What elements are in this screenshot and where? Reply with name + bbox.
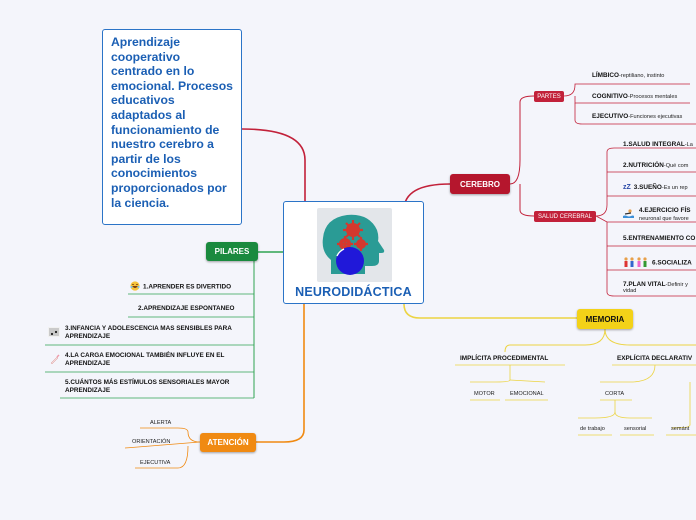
people-icon bbox=[623, 257, 649, 269]
atencion-item-ejecutiva[interactable]: EJECUTIVA bbox=[140, 460, 171, 466]
partes-item-cognitivo[interactable]: COGNITIVO-Procesos mentales bbox=[592, 93, 677, 100]
salud-7-name: 7.PLAN VITAL bbox=[623, 281, 666, 288]
salud-1-name: 1.SALUD INTEGRAL bbox=[623, 141, 685, 148]
central-topic[interactable]: NEURODIDÁCTICA bbox=[283, 201, 424, 304]
salud-3-name: 3.SUEÑO bbox=[633, 184, 662, 192]
corta-de-trabajo[interactable]: de trabajo bbox=[580, 426, 605, 432]
atencion-item-orientacion[interactable]: ORIENTACIÓN bbox=[132, 439, 171, 445]
explicita-semantica[interactable]: semánt bbox=[671, 426, 690, 432]
pilar-item-3[interactable]: 3.INFANCIA Y ADOLESCENCIA MAS SENSIBLES … bbox=[48, 325, 248, 341]
memoria-node[interactable]: MEMORIA bbox=[577, 309, 633, 329]
salud-item-2[interactable]: 2.NUTRICIÓN-Qué com bbox=[623, 162, 688, 169]
pilar-2-text: 2.APRENDIZAJE ESPONTANEO bbox=[138, 305, 235, 312]
pilar-item-5[interactable]: 5.CUÁNTOS MÁS ESTÍMULOS SENSORIALES MAYO… bbox=[65, 379, 255, 395]
atencion-label: ATENCIÓN bbox=[207, 438, 249, 447]
salud-item-1[interactable]: 1.SALUD INTEGRAL-La bbox=[623, 141, 693, 148]
partes-node[interactable]: PARTES bbox=[534, 91, 564, 102]
laughing-face-icon bbox=[130, 281, 140, 293]
baby-bottle-icon bbox=[48, 354, 60, 367]
partes-item-limbico[interactable]: LÍMBICO-reptiliano, instinto bbox=[592, 72, 664, 79]
salud-item-5[interactable]: 5.ENTRENAMIENTO CO bbox=[623, 235, 695, 242]
cognitivo-desc: -Procesos mentales bbox=[627, 94, 678, 100]
partes-item-ejecutivo[interactable]: EJECUTIVO-Funciones ejecutivas bbox=[592, 113, 682, 120]
salud-1-desc: -La bbox=[684, 142, 693, 148]
atencion-item-alerta[interactable]: ALERTA bbox=[150, 420, 172, 426]
memoria-implicita[interactable]: IMPLÍCITA PROCEDIMENTAL bbox=[460, 355, 549, 362]
explicita-corta[interactable]: CORTA bbox=[605, 391, 625, 397]
swimmer-icon bbox=[623, 209, 634, 220]
pilar-item-4[interactable]: 4.LA CARGA EMOCIONAL TAMBIÉN INFLUYE EN … bbox=[48, 352, 253, 368]
limbico-desc: -reptiliano, instinto bbox=[618, 73, 665, 79]
partes-label: PARTES bbox=[537, 93, 561, 100]
pilar-5-text: 5.CUÁNTOS MÁS ESTÍMULOS SENSORIALES MAYO… bbox=[65, 379, 230, 394]
pilar-3-text: 3.INFANCIA Y ADOLESCENCIA MAS SENSIBLES … bbox=[65, 325, 232, 340]
salud-3-desc: -Es un rep bbox=[661, 185, 688, 192]
salud-7-desc: -Definir y bbox=[665, 282, 688, 288]
cerebro-label: CEREBRO bbox=[459, 179, 500, 189]
pilares-node[interactable]: PILARES bbox=[206, 242, 258, 261]
salud-item-6[interactable]: 6.SOCIALIZA bbox=[623, 257, 692, 269]
salud-4-desc: neuronal que favore bbox=[639, 216, 689, 222]
description-note[interactable]: Aprendizaje cooperativo centrado en lo e… bbox=[102, 29, 242, 225]
salud-7-desc2: vidad bbox=[623, 288, 637, 294]
gears-head-icon bbox=[317, 208, 392, 282]
salud-2-desc: -Qué com bbox=[663, 163, 689, 169]
ejecutivo-name: EJECUTIVO bbox=[592, 113, 629, 120]
implicita-motor[interactable]: MOTOR bbox=[474, 391, 495, 397]
pilar-item-1[interactable]: 1.APRENDER ES DIVERTIDO bbox=[130, 281, 231, 293]
cognitivo-name: COGNITIVO bbox=[592, 93, 628, 100]
pilar-4-text: 4.LA CARGA EMOCIONAL TAMBIÉN INFLUYE EN … bbox=[65, 352, 225, 367]
sleep-zzz-icon: zZ bbox=[623, 184, 631, 191]
ejecutivo-desc: -Funciones ejecutivas bbox=[628, 114, 683, 120]
pilares-label: PILARES bbox=[214, 247, 250, 256]
pilar-1-text: 1.APRENDER ES DIVERTIDO bbox=[143, 283, 232, 291]
salud-5-name: 5.ENTRENAMIENTO CO bbox=[623, 235, 696, 242]
memoria-explicita[interactable]: EXPLÍCITA DECLARATIV bbox=[617, 355, 693, 362]
corta-sensorial[interactable]: sensorial bbox=[624, 426, 647, 432]
cerebro-node[interactable]: CEREBRO bbox=[450, 174, 510, 194]
atencion-node[interactable]: ATENCIÓN bbox=[200, 433, 256, 452]
memoria-label: MEMORIA bbox=[585, 314, 625, 324]
salud-item-7[interactable]: 7.PLAN VITAL-Definir y vidad bbox=[623, 281, 688, 294]
sheet-music-icon bbox=[48, 327, 60, 339]
pilar-item-2[interactable]: 2.APRENDIZAJE ESPONTANEO bbox=[138, 305, 234, 313]
implicita-emocional[interactable]: EMOCIONAL bbox=[510, 391, 544, 397]
salud-cerebral-node[interactable]: SALUD CEREBRAL bbox=[534, 211, 596, 222]
salud-6-name: 6.SOCIALIZA bbox=[652, 259, 692, 267]
central-title: NEURODIDÁCTICA bbox=[295, 285, 412, 299]
limbico-name: LÍMBICO bbox=[592, 72, 619, 79]
description-text: Aprendizaje cooperativo centrado en lo e… bbox=[111, 35, 233, 210]
salud-2-name: 2.NUTRICIÓN bbox=[623, 162, 664, 169]
salud-cerebral-label: SALUD CEREBRAL bbox=[537, 213, 593, 220]
salud-4-name: 4.EJERCICIO FÍS bbox=[639, 207, 691, 214]
